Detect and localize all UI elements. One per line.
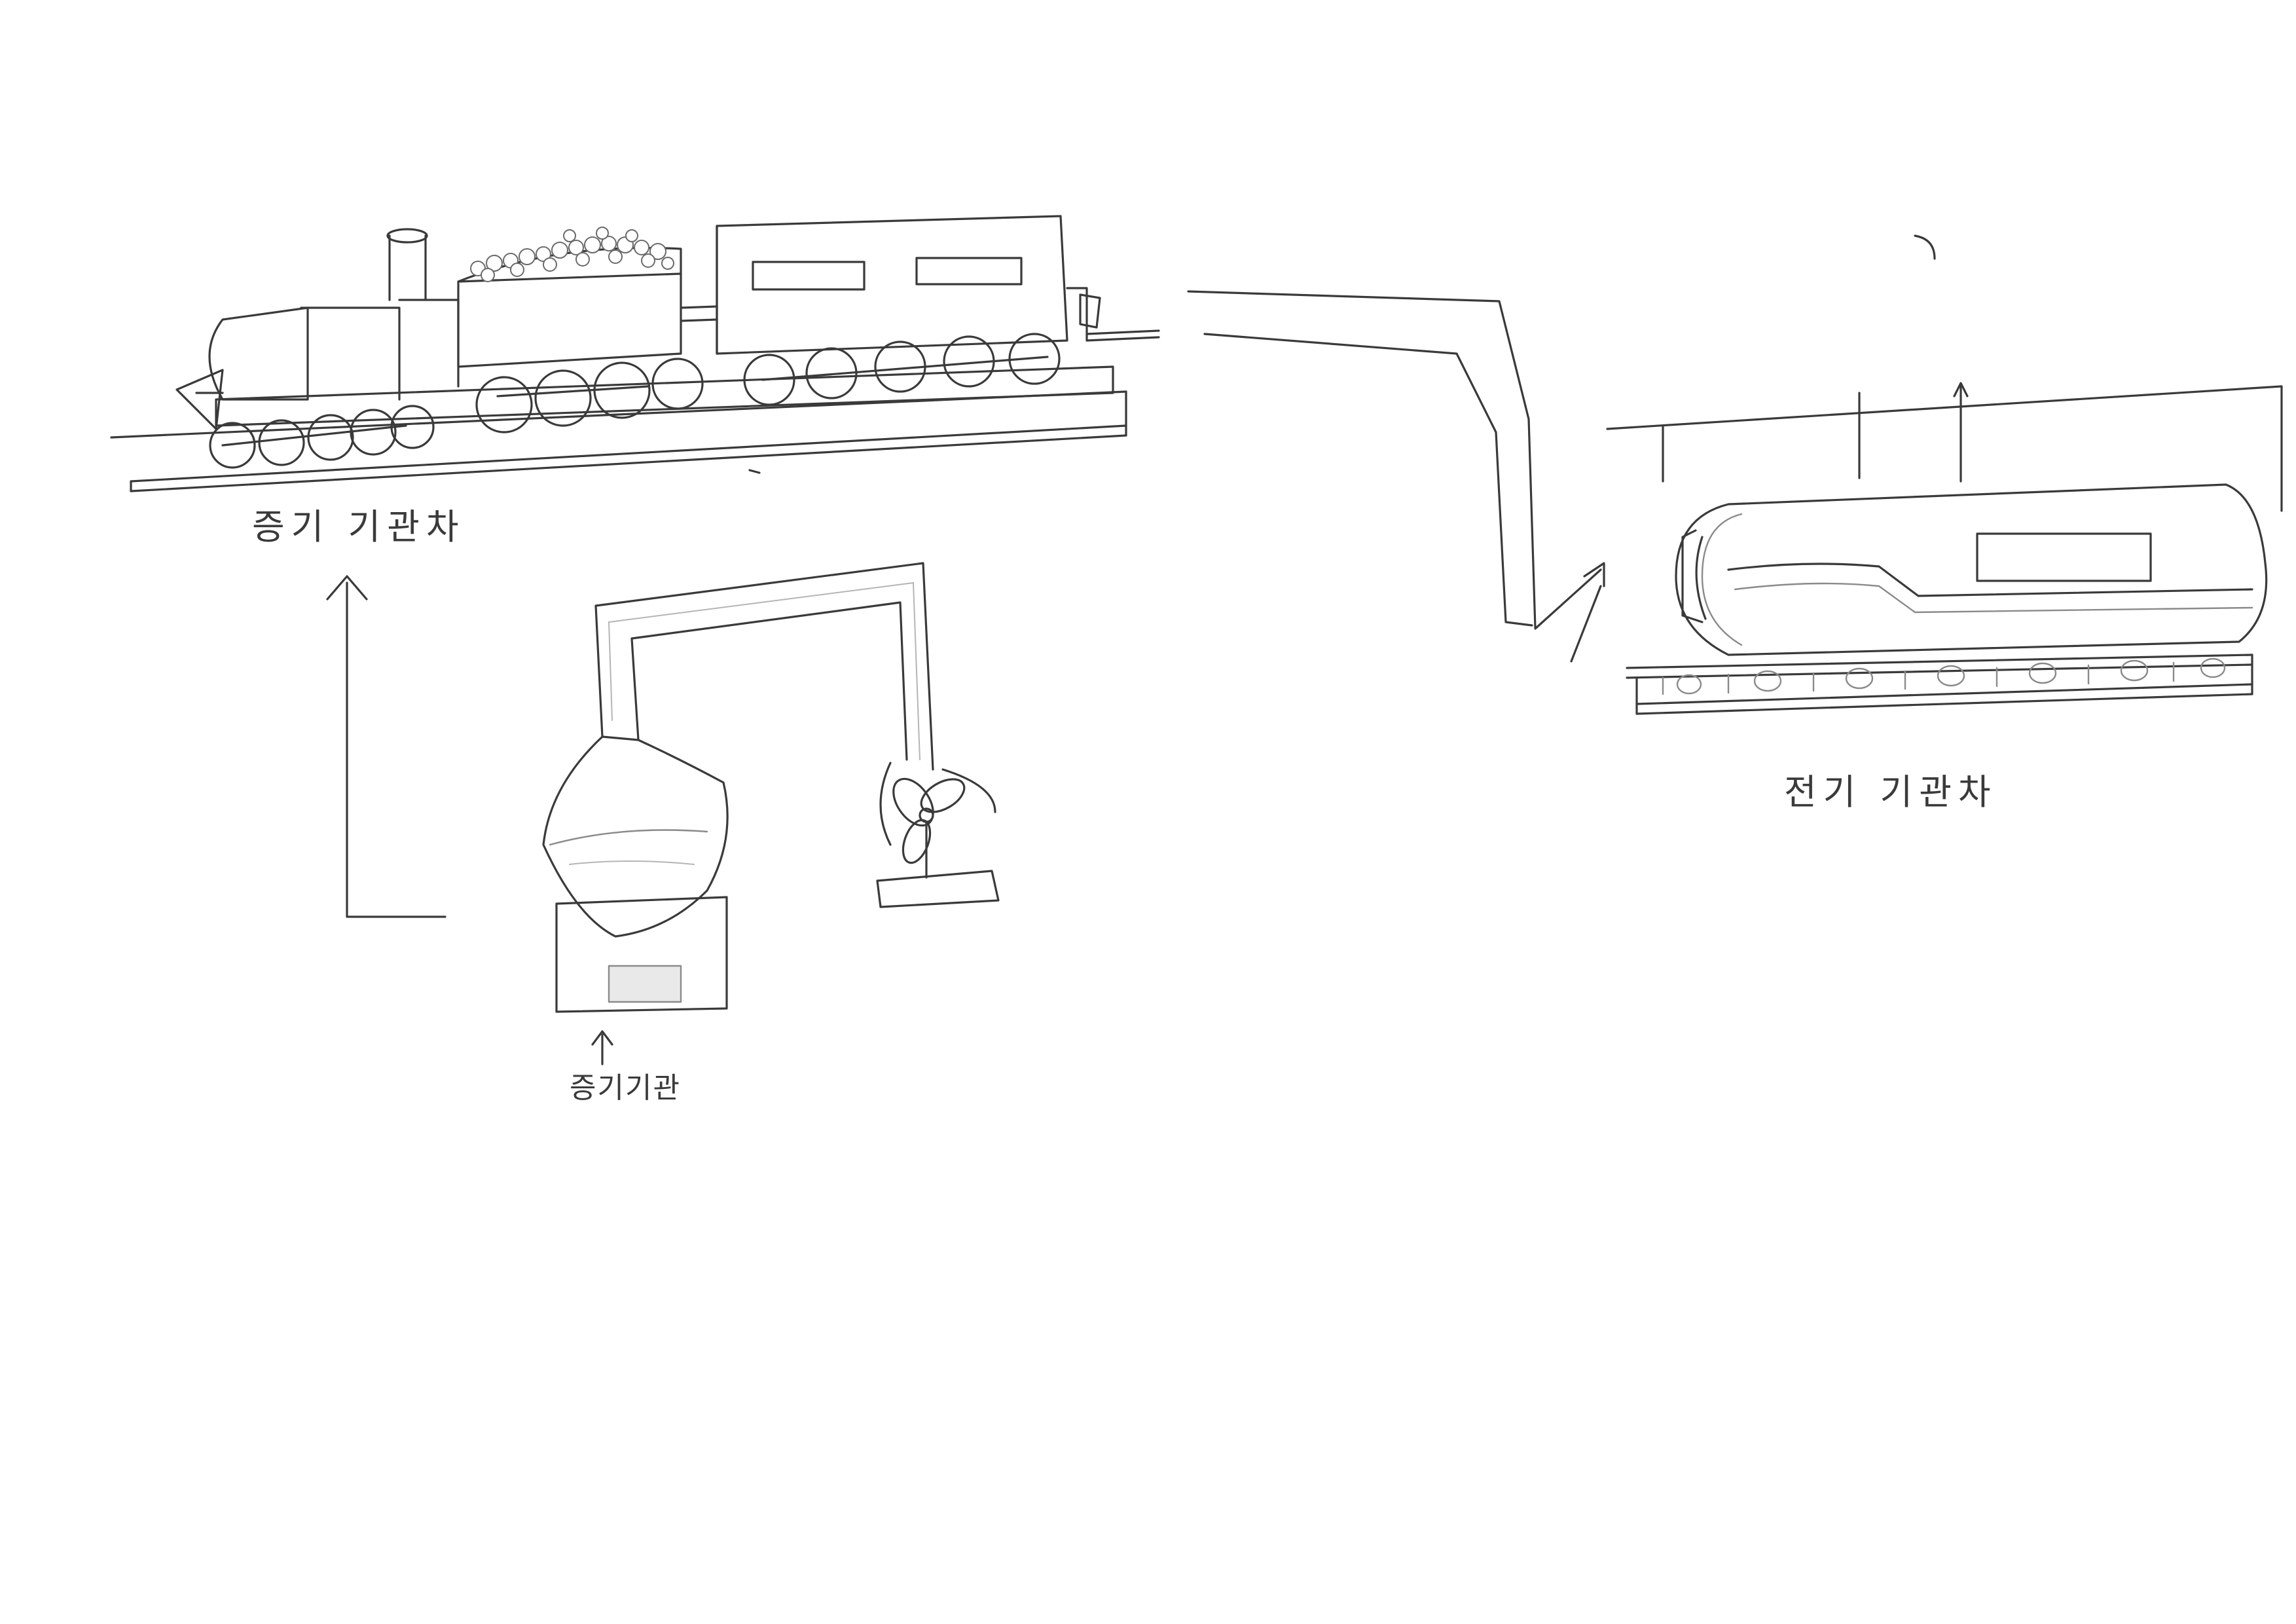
coal-pile	[470, 227, 674, 282]
label-steam-engine: 증기기관	[570, 1071, 681, 1105]
electric-locomotive-drawing	[1606, 382, 2283, 715]
label-steam-locomotive: 증기 기관차	[252, 506, 465, 547]
steam-engine-drawing	[542, 562, 1000, 1065]
label-electric-locomotive: 전기 기관차	[1784, 771, 1997, 813]
arrow-to-steam-locomotive	[326, 575, 446, 918]
electric-locomotive-wheels	[1662, 657, 2226, 695]
locomotive-wheels	[209, 333, 1061, 469]
arrow-to-electric-locomotive	[1187, 234, 1936, 663]
steam-locomotive-drawing	[110, 215, 1160, 492]
